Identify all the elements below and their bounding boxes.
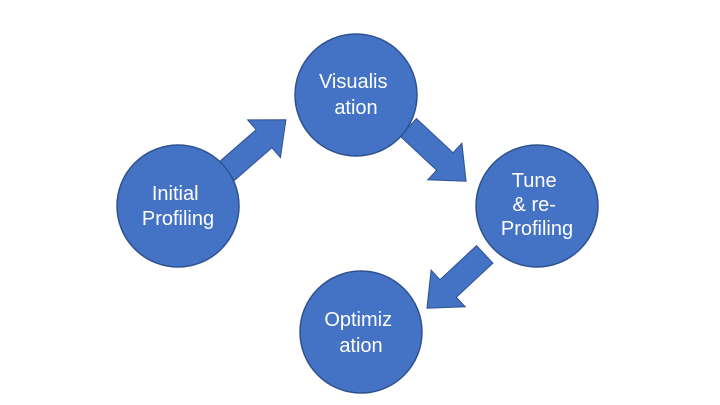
node-initial-profiling: Initial Profiling bbox=[116, 144, 240, 268]
arrow-initial-to-visualisation bbox=[217, 119, 287, 182]
node-tune-line-2: & re- bbox=[513, 194, 556, 216]
node-optimization: Optimiz ation bbox=[299, 270, 423, 394]
node-visualisation-line-2: ation bbox=[334, 97, 377, 119]
node-optimization-line-1: Optimiz bbox=[324, 309, 392, 331]
node-visualisation: Visualis ation bbox=[294, 33, 418, 157]
node-tune-reprofiling: Tune & re- Profiling bbox=[475, 144, 599, 268]
arrow-tune-to-optimization bbox=[426, 244, 494, 309]
node-initial-profiling-line-2: Profiling bbox=[142, 208, 214, 230]
node-tune-line-1: Tune bbox=[512, 170, 557, 192]
node-initial-profiling-line-1: Initial bbox=[152, 183, 199, 205]
node-visualisation-line-1: Visualis bbox=[319, 71, 388, 93]
svg-text:Visualis ation: Visualis ation bbox=[319, 71, 393, 119]
node-optimization-line-2: ation bbox=[339, 335, 382, 357]
svg-text:Tune & re- Pro: Tune & re- Profiling bbox=[501, 170, 573, 240]
svg-text:Initial Profiling: Initial Profiling bbox=[142, 183, 214, 230]
node-tune-line-3: Profiling bbox=[501, 218, 573, 240]
arrow-visualisation-to-tune bbox=[399, 117, 467, 182]
svg-text:Optimiz ation: Optimiz ation bbox=[324, 309, 397, 357]
